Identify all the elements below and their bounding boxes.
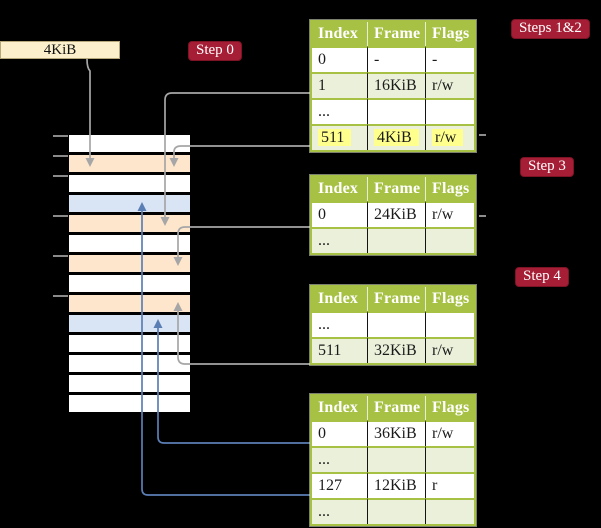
table-cell [425,446,474,472]
column-header-frame: Frame [367,177,425,201]
memory-row-blue [69,315,190,332]
table-cell: r [425,472,474,498]
memory-row-white [69,175,190,192]
table-cell: 0 [312,46,367,72]
table-cell: - [425,46,474,72]
table-cell: 32KiB [367,337,425,363]
memory-row-white [69,275,190,292]
badge-step-0: Step 0 [188,41,242,61]
column-header-flags: Flags [425,396,474,420]
table-cell: 16KiB [367,72,425,98]
column-header-index: Index [312,22,367,46]
table-cell: 0 [312,420,367,446]
table-cell: 24KiB [367,201,425,227]
table-cell [425,498,474,524]
column-header-frame: Frame [367,396,425,420]
root-pointer-label: 4KiB [43,42,77,58]
table-cell: ... [312,446,367,472]
table-row: ... [312,498,474,524]
memory-row-white [69,375,190,392]
table-cell [425,311,474,337]
column-header-index: Index [312,396,367,420]
table-cell: - [367,46,425,72]
table-cell: ... [312,98,367,124]
memory-row-white [69,395,190,412]
column-header-index: Index [312,177,367,201]
memory-row-orange [69,155,190,172]
table-cell [367,98,425,124]
column-header-frame: Frame [367,287,425,311]
root-pointer-box: 4KiB [0,41,120,59]
badge-step-3-label: Step 3 [528,158,566,174]
memory-row-orange [69,295,190,312]
table-row: 0-- [312,46,474,72]
table-cell [367,498,425,524]
table-cell: 511 [312,337,367,363]
table-cell: 12KiB [367,472,425,498]
connector-entry0-to-24kib [177,226,310,257]
table-cell: 0 [312,201,367,227]
table-row: ... [312,98,474,124]
table-row: 511 4KiB r/w [312,124,474,150]
table-cell: ... [312,227,367,253]
column-header-index: Index [312,287,367,311]
table-cell: 511 [312,124,367,150]
badge-step-4-label: Step 4 [523,268,561,284]
table-row: ... [312,311,474,337]
column-header-flags: Flags [425,287,474,311]
table-cell: r/w [425,337,474,363]
highlighted-value: r/w [432,129,464,146]
table-row: ... [312,227,474,253]
highlighted-value: 511 [318,129,352,146]
table-cell: ... [312,498,367,524]
table-row: ... [312,446,474,472]
table-cell: r/w [425,420,474,446]
table-cell: r/w [425,124,474,150]
table-cell: r/w [425,201,474,227]
table-cell: 127 [312,472,367,498]
memory-row-orange [69,215,190,232]
table-cell [367,227,425,253]
column-header-flags: Flags [425,177,474,201]
connector-entry511-to-32kib [177,311,310,365]
table-cell: ... [312,311,367,337]
table-cell: 36KiB [367,420,425,446]
table-cell: 1 [312,72,367,98]
badge-step-4: Step 4 [515,267,569,287]
table-cell [367,311,425,337]
table-cell: 4KiB [367,124,425,150]
table-cell: r/w [425,72,474,98]
memory-row-white [69,355,190,372]
highlighted-value: 4KiB [374,129,419,146]
table-cell [367,446,425,472]
physical-memory-column [69,135,190,415]
badge-step-0-label: Step 0 [196,42,234,58]
memory-row-blue [69,195,190,212]
memory-row-white [69,335,190,352]
memory-row-white [69,235,190,252]
badge-steps-1-2: Steps 1&2 [511,19,590,39]
memory-row-orange [69,255,190,272]
column-header-frame: Frame [367,22,425,46]
badge-step-3: Step 3 [520,157,574,177]
badge-steps-1-2-label: Steps 1&2 [519,20,582,36]
connector-entry511-to-4kib [173,145,310,158]
table-cell [425,98,474,124]
column-header-flags: Flags [425,22,474,46]
table-cell [425,227,474,253]
memory-row-white [69,135,190,152]
